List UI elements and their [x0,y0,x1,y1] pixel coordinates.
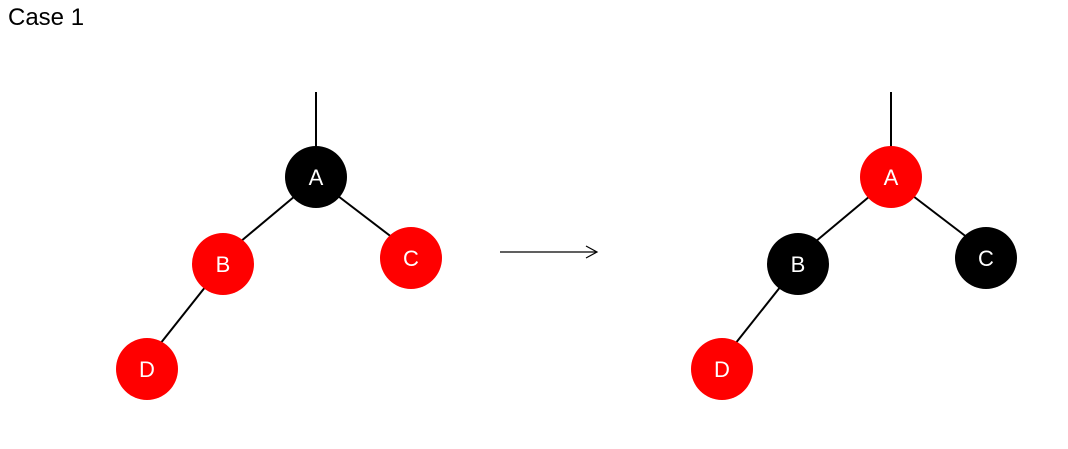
tree-after: A B C D [691,92,1017,400]
node-d: D [116,338,178,400]
node-b-circle [192,233,254,295]
node-c-label: C [403,246,419,271]
node-a-circle [285,146,347,208]
edge-b-d [159,285,207,345]
edge-a-b-after [814,195,871,243]
node-b-after-label: B [791,252,806,277]
tree-before: A B C D [116,92,442,400]
arrow-head [585,245,599,259]
node-d-label: D [139,357,155,382]
node-c: C [380,227,442,289]
edge-a-c-after [912,195,969,239]
node-a-after: A [860,146,922,208]
node-c-after: C [955,227,1017,289]
node-a-after-circle [860,146,922,208]
node-b: B [192,233,254,295]
node-d-after-circle [691,338,753,400]
node-c-circle [380,227,442,289]
node-c-after-circle [955,227,1017,289]
edge-a-b [239,195,296,243]
node-d-after-label: D [714,357,730,382]
node-d-circle [116,338,178,400]
transform-arrow [500,245,599,259]
node-b-label: B [216,252,231,277]
node-c-after-label: C [978,246,994,271]
node-a: A [285,146,347,208]
node-d-after: D [691,338,753,400]
edge-a-c [337,195,394,239]
node-b-after: B [767,233,829,295]
node-a-after-label: A [884,165,899,190]
case-title: Case 1 [8,4,85,31]
node-a-label: A [309,165,324,190]
edge-b-d-after [734,285,782,345]
node-b-after-circle [767,233,829,295]
